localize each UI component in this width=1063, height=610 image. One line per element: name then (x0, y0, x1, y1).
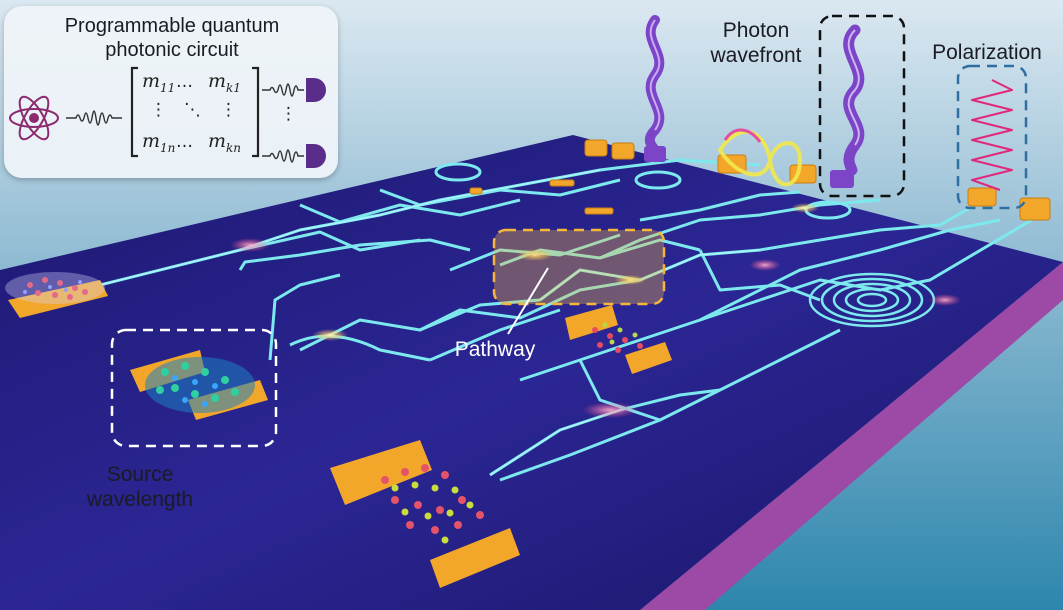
polarization-label: Polarization (932, 41, 1042, 64)
matrix-vdots-left: ⋮ (150, 100, 167, 120)
photon-wavefront-right (830, 24, 865, 188)
crystal-source-center (565, 305, 672, 374)
matrix-hdots-bottom: … (176, 132, 193, 152)
gold-electrodes (469, 139, 1051, 221)
inset-title-line2: photonic circuit (105, 39, 239, 61)
atom-icon (9, 95, 59, 141)
matrix-vdots-right: ⋮ (220, 100, 237, 120)
photon-wavefront-label: Photon wavefront (676, 18, 836, 68)
programmable-circuit-inset: Programmable quantum photonic circuit m1… (4, 6, 338, 178)
photon-pulse-icon (66, 110, 122, 126)
photon-loop-accent (723, 128, 762, 143)
pathway-pointer-line (507, 267, 549, 335)
photon-wavefront-label-line1: Photon (722, 19, 790, 42)
polarization-box (956, 64, 1028, 210)
output-pulse-bottom (262, 149, 304, 163)
crystal-source-middle (130, 350, 268, 420)
matrix-hdots-top: … (176, 72, 193, 92)
source-wavelength-label-line2: wavelength (86, 488, 194, 511)
crystal-source-front (330, 440, 520, 588)
photon-wavefront-label-line2: wavefront (710, 44, 802, 67)
output-vdots: ⋮ (280, 104, 297, 124)
matrix-left-bracket (130, 66, 138, 158)
entangled-photon-loop (717, 129, 803, 187)
inset-graphics (9, 66, 326, 168)
polarization-wave (971, 79, 1013, 191)
source-wavelength-label: Source wavelength (50, 462, 230, 512)
pathway-label: Pathway (454, 338, 536, 361)
photon-wavefront-left (644, 15, 666, 162)
matrix-entry-mk1: mk1 (208, 70, 241, 95)
pathway-highlight-box (492, 228, 666, 306)
inset-title: Programmable quantum photonic circuit (22, 14, 322, 62)
inset-title-line1: Programmable quantum (64, 15, 280, 37)
output-pulse-top (262, 83, 304, 97)
ring-resonators (434, 162, 852, 220)
matrix-right-bracket (252, 66, 260, 158)
matrix-entry-m11: m11 (142, 70, 176, 95)
matrix-entry-mkn: mkn (208, 130, 242, 155)
detector-icon (306, 144, 326, 168)
matrix-entry-m1n: m1n (142, 130, 176, 155)
light-glows (230, 203, 961, 418)
spiral-delay-line (808, 272, 936, 328)
chip-surface (0, 135, 1063, 610)
matrix-ddots: ⋱ (184, 100, 201, 120)
crystal-source-left (5, 272, 108, 318)
photon-wavefront-box (818, 14, 906, 198)
source-wavelength-box (110, 328, 278, 448)
detector-icon (306, 78, 326, 102)
source-wavelength-label-line1: Source (106, 463, 174, 486)
